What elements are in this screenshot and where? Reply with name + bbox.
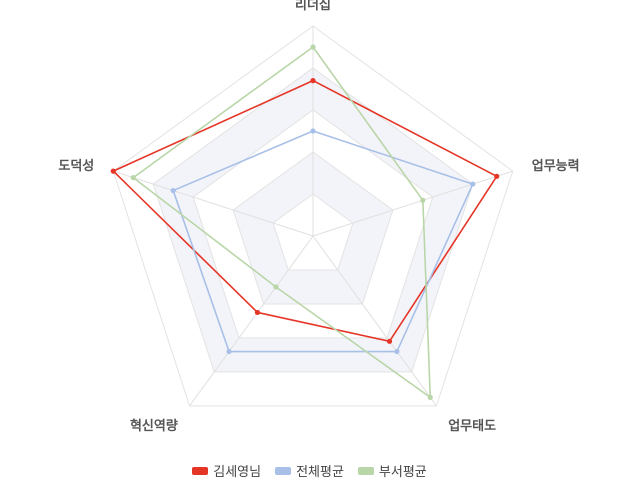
axis-label: 혁신역량: [130, 418, 178, 434]
legend-swatch: [275, 466, 292, 475]
data-point: [110, 168, 116, 174]
data-point: [130, 174, 136, 181]
legend-label: 전체평균: [296, 465, 344, 480]
radar-series: [110, 44, 500, 400]
axis-label: 도덕성: [58, 158, 94, 174]
data-point: [273, 284, 279, 290]
radar-grid: [112, 25, 514, 407]
legend-label: 김세영님: [213, 465, 262, 480]
series-line: [172, 130, 474, 353]
data-point: [310, 44, 316, 50]
data-point: [310, 128, 316, 134]
data-point: [494, 173, 500, 179]
data-point: [420, 197, 426, 203]
legend-swatch: [357, 466, 374, 475]
series-line: [132, 46, 432, 399]
data-point: [394, 348, 400, 355]
series-line: [112, 79, 498, 343]
data-point: [310, 78, 316, 84]
axis-label: 업무능력: [532, 159, 580, 174]
axis-label: 업무태도: [448, 419, 496, 434]
grid-spoke: [189, 235, 314, 407]
legend-item[interactable]: 부서평균: [357, 461, 427, 480]
legend: 김세영님 전체평균 부서평균: [0, 461, 619, 480]
grid-spoke: [312, 170, 513, 237]
data-point: [470, 181, 476, 187]
data-point: [170, 187, 176, 194]
data-point: [254, 309, 261, 316]
legend-label: 부서평균: [378, 465, 427, 480]
axis-label: 리더십: [295, 0, 331, 13]
legend-item[interactable]: 김세영님: [192, 461, 261, 480]
data-point: [427, 394, 433, 400]
grid-spoke: [312, 235, 437, 407]
data-point: [386, 338, 393, 344]
grid-spoke: [113, 170, 314, 237]
legend-item[interactable]: 전체평균: [275, 461, 344, 480]
legend-swatch: [192, 466, 209, 475]
data-point: [226, 348, 232, 355]
